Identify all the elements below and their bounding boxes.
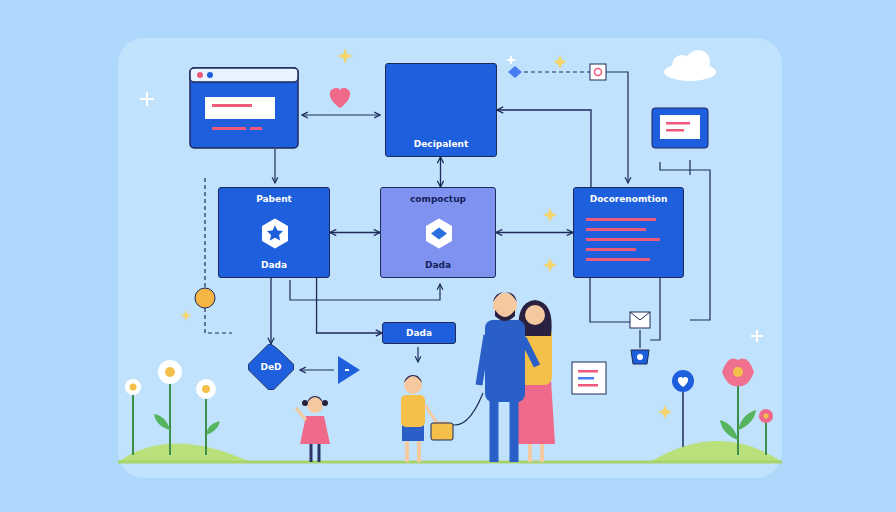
decision-diamond: DeD bbox=[248, 344, 294, 390]
cup-icon bbox=[631, 350, 649, 364]
boy-figure bbox=[401, 375, 447, 462]
connector-arrow bbox=[497, 110, 591, 187]
node-label: Dada bbox=[425, 260, 451, 271]
document-icon bbox=[572, 362, 606, 394]
bag-icon bbox=[431, 423, 453, 440]
node-label: Decipalent bbox=[414, 139, 468, 150]
process-box: Dada bbox=[382, 322, 456, 344]
girl-figure bbox=[296, 396, 330, 462]
node-label: Pabent bbox=[256, 194, 292, 205]
diamond-icon bbox=[508, 66, 522, 78]
process-box: PabentDada bbox=[218, 187, 330, 278]
dashed-line bbox=[524, 71, 590, 72]
heart-icon bbox=[330, 88, 350, 108]
connector-arrow bbox=[330, 232, 380, 233]
node-label: Dada bbox=[261, 260, 287, 271]
connector-arrow bbox=[317, 278, 382, 333]
connector-arrow bbox=[496, 232, 573, 233]
node-label: DeD bbox=[260, 362, 281, 373]
note-window bbox=[652, 108, 708, 148]
node-label: Dada bbox=[406, 328, 432, 339]
coin-icon bbox=[195, 288, 215, 308]
leader-line bbox=[606, 72, 628, 183]
plus-marks bbox=[140, 56, 763, 342]
leader-line bbox=[290, 280, 440, 300]
play-icon bbox=[338, 356, 360, 384]
man-figure bbox=[479, 292, 537, 462]
hill bbox=[118, 444, 250, 463]
panel bbox=[118, 38, 782, 478]
leader-line bbox=[417, 347, 418, 362]
leader-line bbox=[300, 369, 334, 370]
heart-pin bbox=[672, 370, 694, 455]
process-box: compoctupDada bbox=[380, 187, 496, 278]
hill bbox=[650, 441, 782, 462]
browser-link bbox=[274, 149, 275, 183]
process-box: Decipalent bbox=[385, 63, 497, 157]
node-label: compoctup bbox=[410, 194, 466, 205]
leader-line bbox=[590, 278, 660, 340]
cloud bbox=[664, 50, 716, 81]
flowers bbox=[125, 359, 773, 456]
envelope-icon bbox=[630, 312, 650, 328]
connector-arrow bbox=[270, 278, 271, 344]
node-label: Docorenomtion bbox=[590, 194, 668, 205]
browser-window bbox=[190, 68, 298, 148]
tag-icon bbox=[590, 64, 606, 80]
connector-arrow bbox=[440, 157, 441, 187]
process-box: Docorenomtion bbox=[573, 187, 684, 278]
browser-link bbox=[302, 114, 380, 115]
